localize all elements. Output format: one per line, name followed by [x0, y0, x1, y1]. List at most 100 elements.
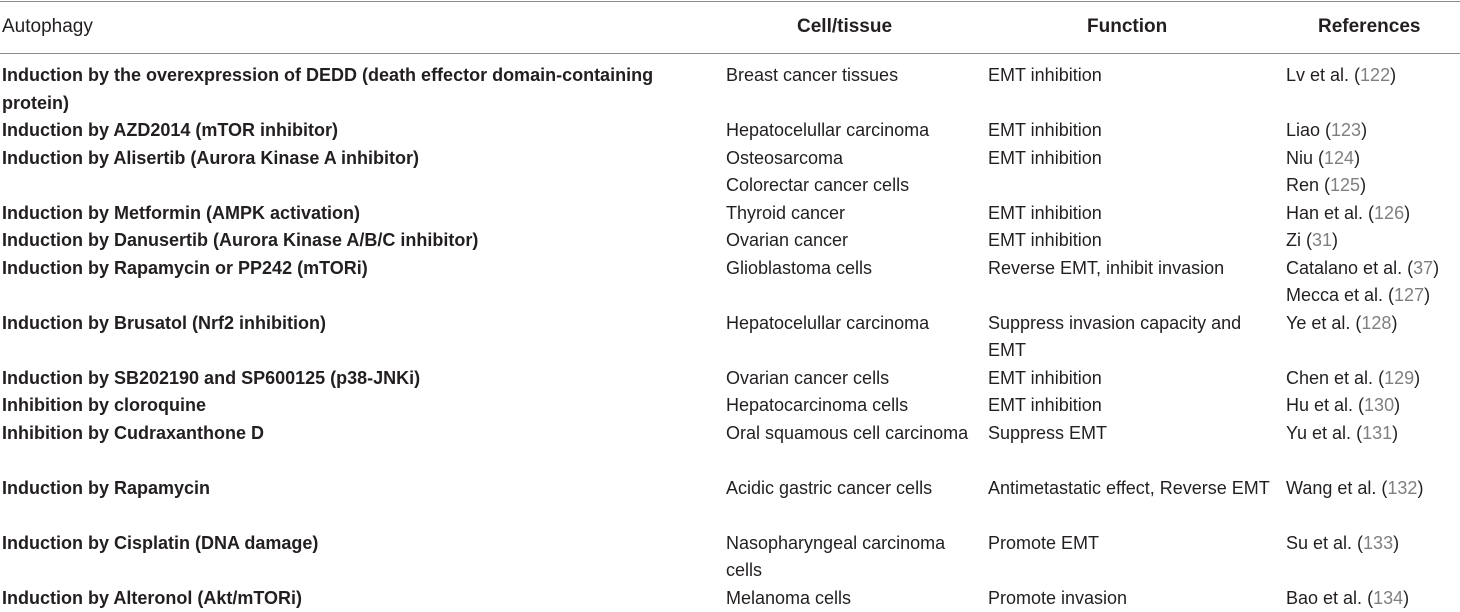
table-row: Induction by Rapamycin Acidic gastric can…	[0, 475, 1460, 530]
reference-link[interactable]: 122	[1360, 65, 1390, 85]
autophagy-cell: Induction by Alteronol (Akt/mTORi)	[2, 585, 692, 612]
reference-link[interactable]: 123	[1331, 120, 1361, 140]
autophagy-cell: Induction by Danusertib (Aurora Kinase A…	[2, 227, 692, 255]
reference-author: Bao et al.	[1286, 588, 1362, 608]
table-row: Induction by Danusertib (Aurora Kinase A…	[0, 227, 1460, 255]
function-cell: Promote EMT	[988, 530, 1278, 558]
reference-entry: Wang et al. (132)	[1286, 475, 1460, 503]
table-top-rule	[0, 1, 1460, 2]
reference-entry: Su et al. (133)	[1286, 530, 1460, 558]
reference-author: Ye et al.	[1286, 313, 1350, 333]
reference-entry: Zi (31)	[1286, 227, 1460, 255]
header-autophagy: Autophagy	[2, 16, 93, 38]
function-cell: Suppress invasion capacity and EMT	[988, 310, 1278, 365]
reference-link[interactable]: 129	[1384, 368, 1414, 388]
header-references: References	[1318, 16, 1420, 38]
function-cell: Reverse EMT, inhibit invasion	[988, 255, 1278, 283]
function-cell: EMT inhibition	[988, 62, 1278, 90]
autophagy-cell: Inhibition by Cudraxanthone D	[2, 420, 692, 448]
reference-entry: Yu et al. (131)	[1286, 420, 1460, 448]
autophagy-cell: Induction by Cisplatin (DNA damage)	[2, 530, 692, 558]
reference-link[interactable]: 127	[1394, 285, 1424, 305]
reference-entry: Mecca et al. (127)	[1286, 282, 1460, 310]
reference-link[interactable]: 130	[1364, 395, 1394, 415]
cell-tissue-cell: Glioblastoma cells	[726, 255, 971, 283]
reference-author: Yu et al.	[1286, 423, 1351, 443]
cell-tissue-cell: Breast cancer tissues	[726, 62, 971, 90]
reference-link[interactable]: 132	[1387, 478, 1417, 498]
reference-link[interactable]: 124	[1324, 148, 1354, 168]
reference-entry: Liao (123)	[1286, 117, 1460, 145]
reference-author: Lv et al.	[1286, 65, 1349, 85]
function-cell: EMT inhibition	[988, 365, 1278, 393]
function-cell: Antimetastatic effect, Reverse EMT	[988, 475, 1278, 503]
table-row: Induction by Rapamycin or PP242 (mTORi) G…	[0, 255, 1460, 310]
function-cell: EMT inhibition	[988, 145, 1278, 173]
table-body: Induction by the overexpression of DEDD …	[0, 62, 1460, 612]
references-cell: Liao (123)	[1286, 117, 1460, 145]
reference-link[interactable]: 131	[1362, 423, 1392, 443]
references-cell: Ye et al. (128)	[1286, 310, 1460, 338]
reference-entry: Han et al. (126)	[1286, 200, 1460, 228]
reference-link[interactable]: 125	[1330, 175, 1360, 195]
table-row: Induction by Metformin (AMPK activation)…	[0, 200, 1460, 228]
table-row: Induction by Cisplatin (DNA damage)Nasop…	[0, 530, 1460, 585]
cell-tissue-cell: Hepatocelullar carcinoma	[726, 310, 971, 338]
reference-entry: Ren (125)	[1286, 172, 1460, 200]
reference-author: Niu	[1286, 148, 1313, 168]
cell-tissue-cell: Melanoma cells	[726, 585, 971, 612]
autophagy-cell: Induction by Metformin (AMPK activation)	[2, 200, 692, 228]
autophagy-cell: Induction by the overexpression of DEDD …	[2, 62, 692, 117]
references-cell: Zi (31)	[1286, 227, 1460, 255]
reference-link[interactable]: 31	[1312, 230, 1332, 250]
autophagy-cell: Induction by Brusatol (Nrf2 inhibition)	[2, 310, 692, 338]
autophagy-cell: Induction by SB202190 and SP600125 (p38-…	[2, 365, 692, 393]
autophagy-cell: Induction by Rapamycin or PP242 (mTORi)	[2, 255, 692, 283]
function-cell: EMT inhibition	[988, 227, 1278, 255]
reference-link[interactable]: 37	[1413, 258, 1433, 278]
reference-author: Chen et al.	[1286, 368, 1373, 388]
autophagy-cell: Induction by Rapamycin	[2, 475, 692, 503]
reference-entry: Ye et al. (128)	[1286, 310, 1460, 338]
table-row: Induction by Alisertib (Aurora Kinase A …	[0, 145, 1460, 200]
reference-entry: Bao et al. (134)	[1286, 585, 1460, 612]
table-row: Induction by Brusatol (Nrf2 inhibition) H…	[0, 310, 1460, 365]
cell-tissue-cell: Acidic gastric cancer cells	[726, 475, 971, 503]
cell-tissue-cell: Hepatocelullar carcinoma	[726, 117, 971, 145]
cell-tissue-cell: Ovarian cancer	[726, 227, 971, 255]
reference-entry: Catalano et al. (37)	[1286, 255, 1460, 283]
table-row: Induction by SB202190 and SP600125 (p38-…	[0, 365, 1460, 393]
header-function: Function	[1087, 16, 1167, 38]
reference-link[interactable]: 128	[1361, 313, 1391, 333]
reference-entry: Hu et al. (130)	[1286, 392, 1460, 420]
references-cell: Su et al. (133)	[1286, 530, 1460, 558]
header-rule	[0, 53, 1460, 54]
reference-link[interactable]: 126	[1374, 203, 1404, 223]
reference-author: Su et al.	[1286, 533, 1352, 553]
references-cell: Han et al. (126)	[1286, 200, 1460, 228]
reference-entry: Chen et al. (129)	[1286, 365, 1460, 393]
references-cell: Lv et al. (122)	[1286, 62, 1460, 90]
function-cell: EMT inhibition	[988, 117, 1278, 145]
reference-author: Liao	[1286, 120, 1320, 140]
references-cell: Hu et al. (130)	[1286, 392, 1460, 420]
references-cell: Yu et al. (131)	[1286, 420, 1460, 448]
reference-entry: Lv et al. (122)	[1286, 62, 1460, 90]
references-cell: Niu (124)Ren (125)	[1286, 145, 1460, 200]
references-cell: Chen et al. (129)	[1286, 365, 1460, 393]
function-cell: Promote invasion	[988, 585, 1278, 612]
autophagy-cell: Induction by AZD2014 (mTOR inhibitor)	[2, 117, 692, 145]
reference-author: Wang et al.	[1286, 478, 1376, 498]
reference-entry: Niu (124)	[1286, 145, 1460, 173]
table-row: Induction by AZD2014 (mTOR inhibitor) Hep…	[0, 117, 1460, 145]
reference-link[interactable]: 134	[1373, 588, 1403, 608]
table-row: Induction by the overexpression of DEDD …	[0, 62, 1460, 117]
header-cell-tissue: Cell/tissue	[797, 16, 892, 38]
table-row: Induction by Alteronol (Akt/mTORi) Melano…	[0, 585, 1460, 612]
reference-author: Mecca et al.	[1286, 285, 1383, 305]
reference-link[interactable]: 133	[1363, 533, 1393, 553]
references-cell: Catalano et al. (37)Mecca et al. (127)	[1286, 255, 1460, 310]
reference-author: Zi	[1286, 230, 1301, 250]
